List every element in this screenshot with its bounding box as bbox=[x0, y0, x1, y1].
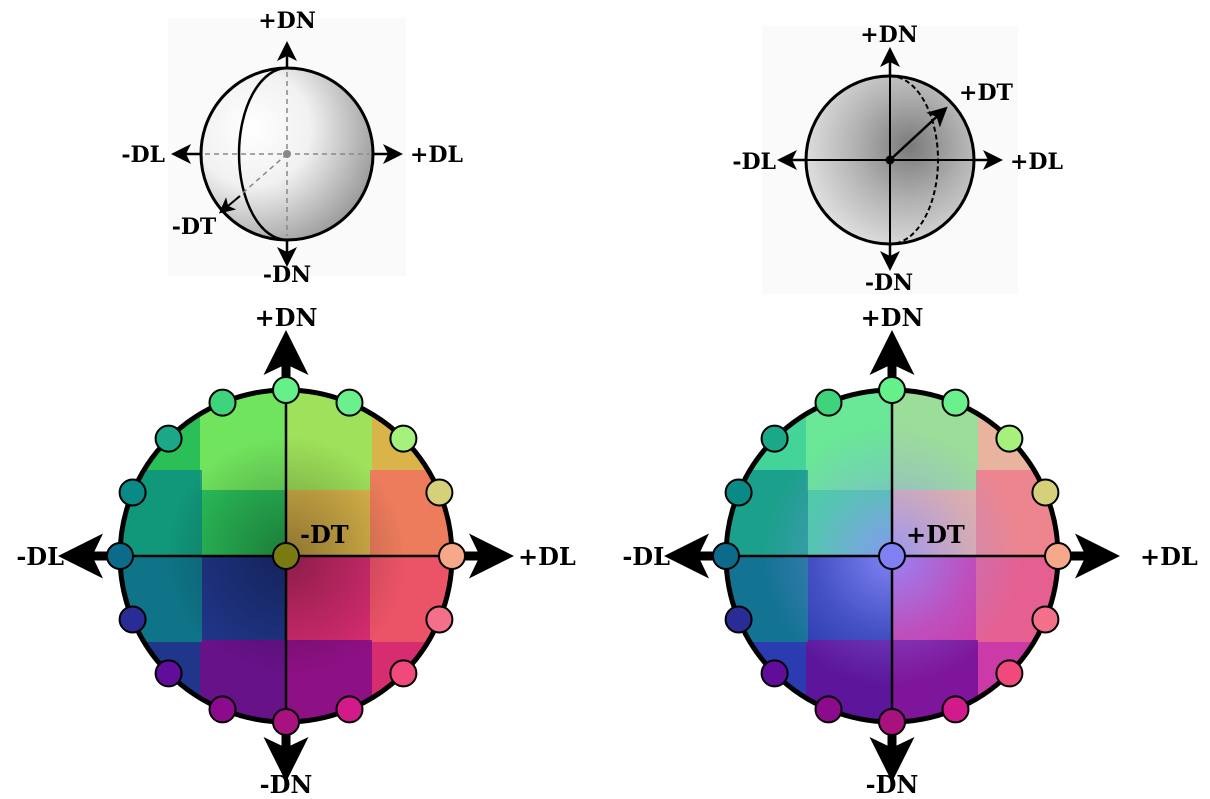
bottom-right-neg-n-label: -DN bbox=[866, 770, 919, 799]
bottom-left-rim-marker bbox=[335, 695, 364, 724]
bottom-left-rim-marker bbox=[389, 659, 418, 688]
bottom-right-pos-n-label: +DN bbox=[861, 303, 924, 332]
bottom-right-rim-marker bbox=[1044, 542, 1072, 570]
bottom-right-rim-marker bbox=[941, 388, 970, 417]
bottom-left-rim-marker bbox=[208, 388, 237, 417]
bottom-right-rim-marker bbox=[941, 695, 970, 724]
bottom-right-rim-marker bbox=[724, 605, 753, 634]
bottom-left-rim-marker bbox=[208, 695, 237, 724]
bottom-left-rim-marker bbox=[154, 659, 183, 688]
top-right-pos-n-label: +DN bbox=[860, 22, 918, 48]
bottom-left-color-wheel: +DN -DN -DL +DL -DT bbox=[16, 303, 576, 799]
bottom-right-rim-marker bbox=[712, 542, 740, 570]
top-left-t-label: -DT bbox=[172, 214, 217, 240]
top-left-pos-l-label: +DL bbox=[410, 142, 463, 168]
top-right-sphere-diagram: +DN -DN -DL +DL +DT bbox=[732, 22, 1063, 296]
bottom-right-rim-marker bbox=[760, 659, 789, 688]
bottom-left-rim-marker bbox=[272, 376, 300, 404]
bottom-left-rim-marker bbox=[425, 605, 454, 634]
bottom-right-rim-marker bbox=[878, 376, 906, 404]
top-left-meridian bbox=[237, 66, 288, 242]
bottom-right-pos-l-label: +DL bbox=[1140, 542, 1198, 571]
bottom-left-rim-marker bbox=[272, 708, 300, 736]
top-left-sphere-diagram: +DN -DN -DL +DL -DT bbox=[121, 8, 463, 288]
bottom-right-rim-marker bbox=[760, 424, 789, 453]
bottom-left-rim-marker bbox=[389, 424, 418, 453]
bottom-right-markers bbox=[712, 376, 1072, 736]
top-left-origin-dot bbox=[283, 150, 291, 158]
top-right-t-label: +DT bbox=[959, 80, 1014, 106]
bottom-right-rim-marker bbox=[724, 478, 753, 507]
bottom-right-rim-marker bbox=[814, 388, 843, 417]
bottom-right-color-wheel: +DN -DN -DL +DL +DT bbox=[622, 303, 1198, 799]
top-left-neg-t-arrow bbox=[218, 195, 241, 214]
top-right-pos-l-label: +DL bbox=[1010, 149, 1063, 175]
bottom-left-rim-marker bbox=[154, 424, 183, 453]
bottom-left-rim-marker bbox=[335, 388, 364, 417]
bottom-right-rim-marker bbox=[878, 708, 906, 736]
bottom-right-neg-l-label: -DL bbox=[622, 542, 670, 571]
bottom-left-markers bbox=[106, 376, 466, 736]
bottom-right-rim-marker bbox=[995, 424, 1024, 453]
top-left-neg-l-label: -DL bbox=[121, 142, 165, 168]
bottom-left-pos-l-label: +DL bbox=[518, 542, 576, 571]
top-right-neg-n-label: -DN bbox=[865, 270, 913, 296]
bottom-left-rim-marker bbox=[118, 478, 147, 507]
top-right-neg-l-label: -DL bbox=[732, 149, 776, 175]
bottom-right-rim-marker bbox=[1031, 605, 1060, 634]
bottom-left-neg-n-label: -DN bbox=[260, 770, 313, 799]
bottom-left-rim-marker bbox=[106, 542, 134, 570]
top-left-pos-n-label: +DN bbox=[258, 8, 316, 34]
bottom-left-neg-l-label: -DL bbox=[16, 542, 64, 571]
bottom-right-t-label: +DT bbox=[906, 520, 965, 549]
bottom-right-rim-marker bbox=[814, 695, 843, 724]
bottom-left-rim-marker bbox=[438, 542, 466, 570]
top-left-neg-n-label: -DN bbox=[263, 262, 311, 288]
bottom-right-rim-marker bbox=[1031, 478, 1060, 507]
bottom-left-pos-n-label: +DN bbox=[255, 303, 318, 332]
bottom-left-rim-marker bbox=[118, 605, 147, 634]
bottom-right-center-marker bbox=[878, 542, 906, 570]
top-right-pos-t-arrow bbox=[889, 106, 948, 161]
bottom-left-center-marker bbox=[272, 542, 300, 570]
bottom-left-rim-marker bbox=[425, 478, 454, 507]
bottom-right-rim-marker bbox=[995, 659, 1024, 688]
bottom-left-t-label: -DT bbox=[300, 520, 349, 549]
